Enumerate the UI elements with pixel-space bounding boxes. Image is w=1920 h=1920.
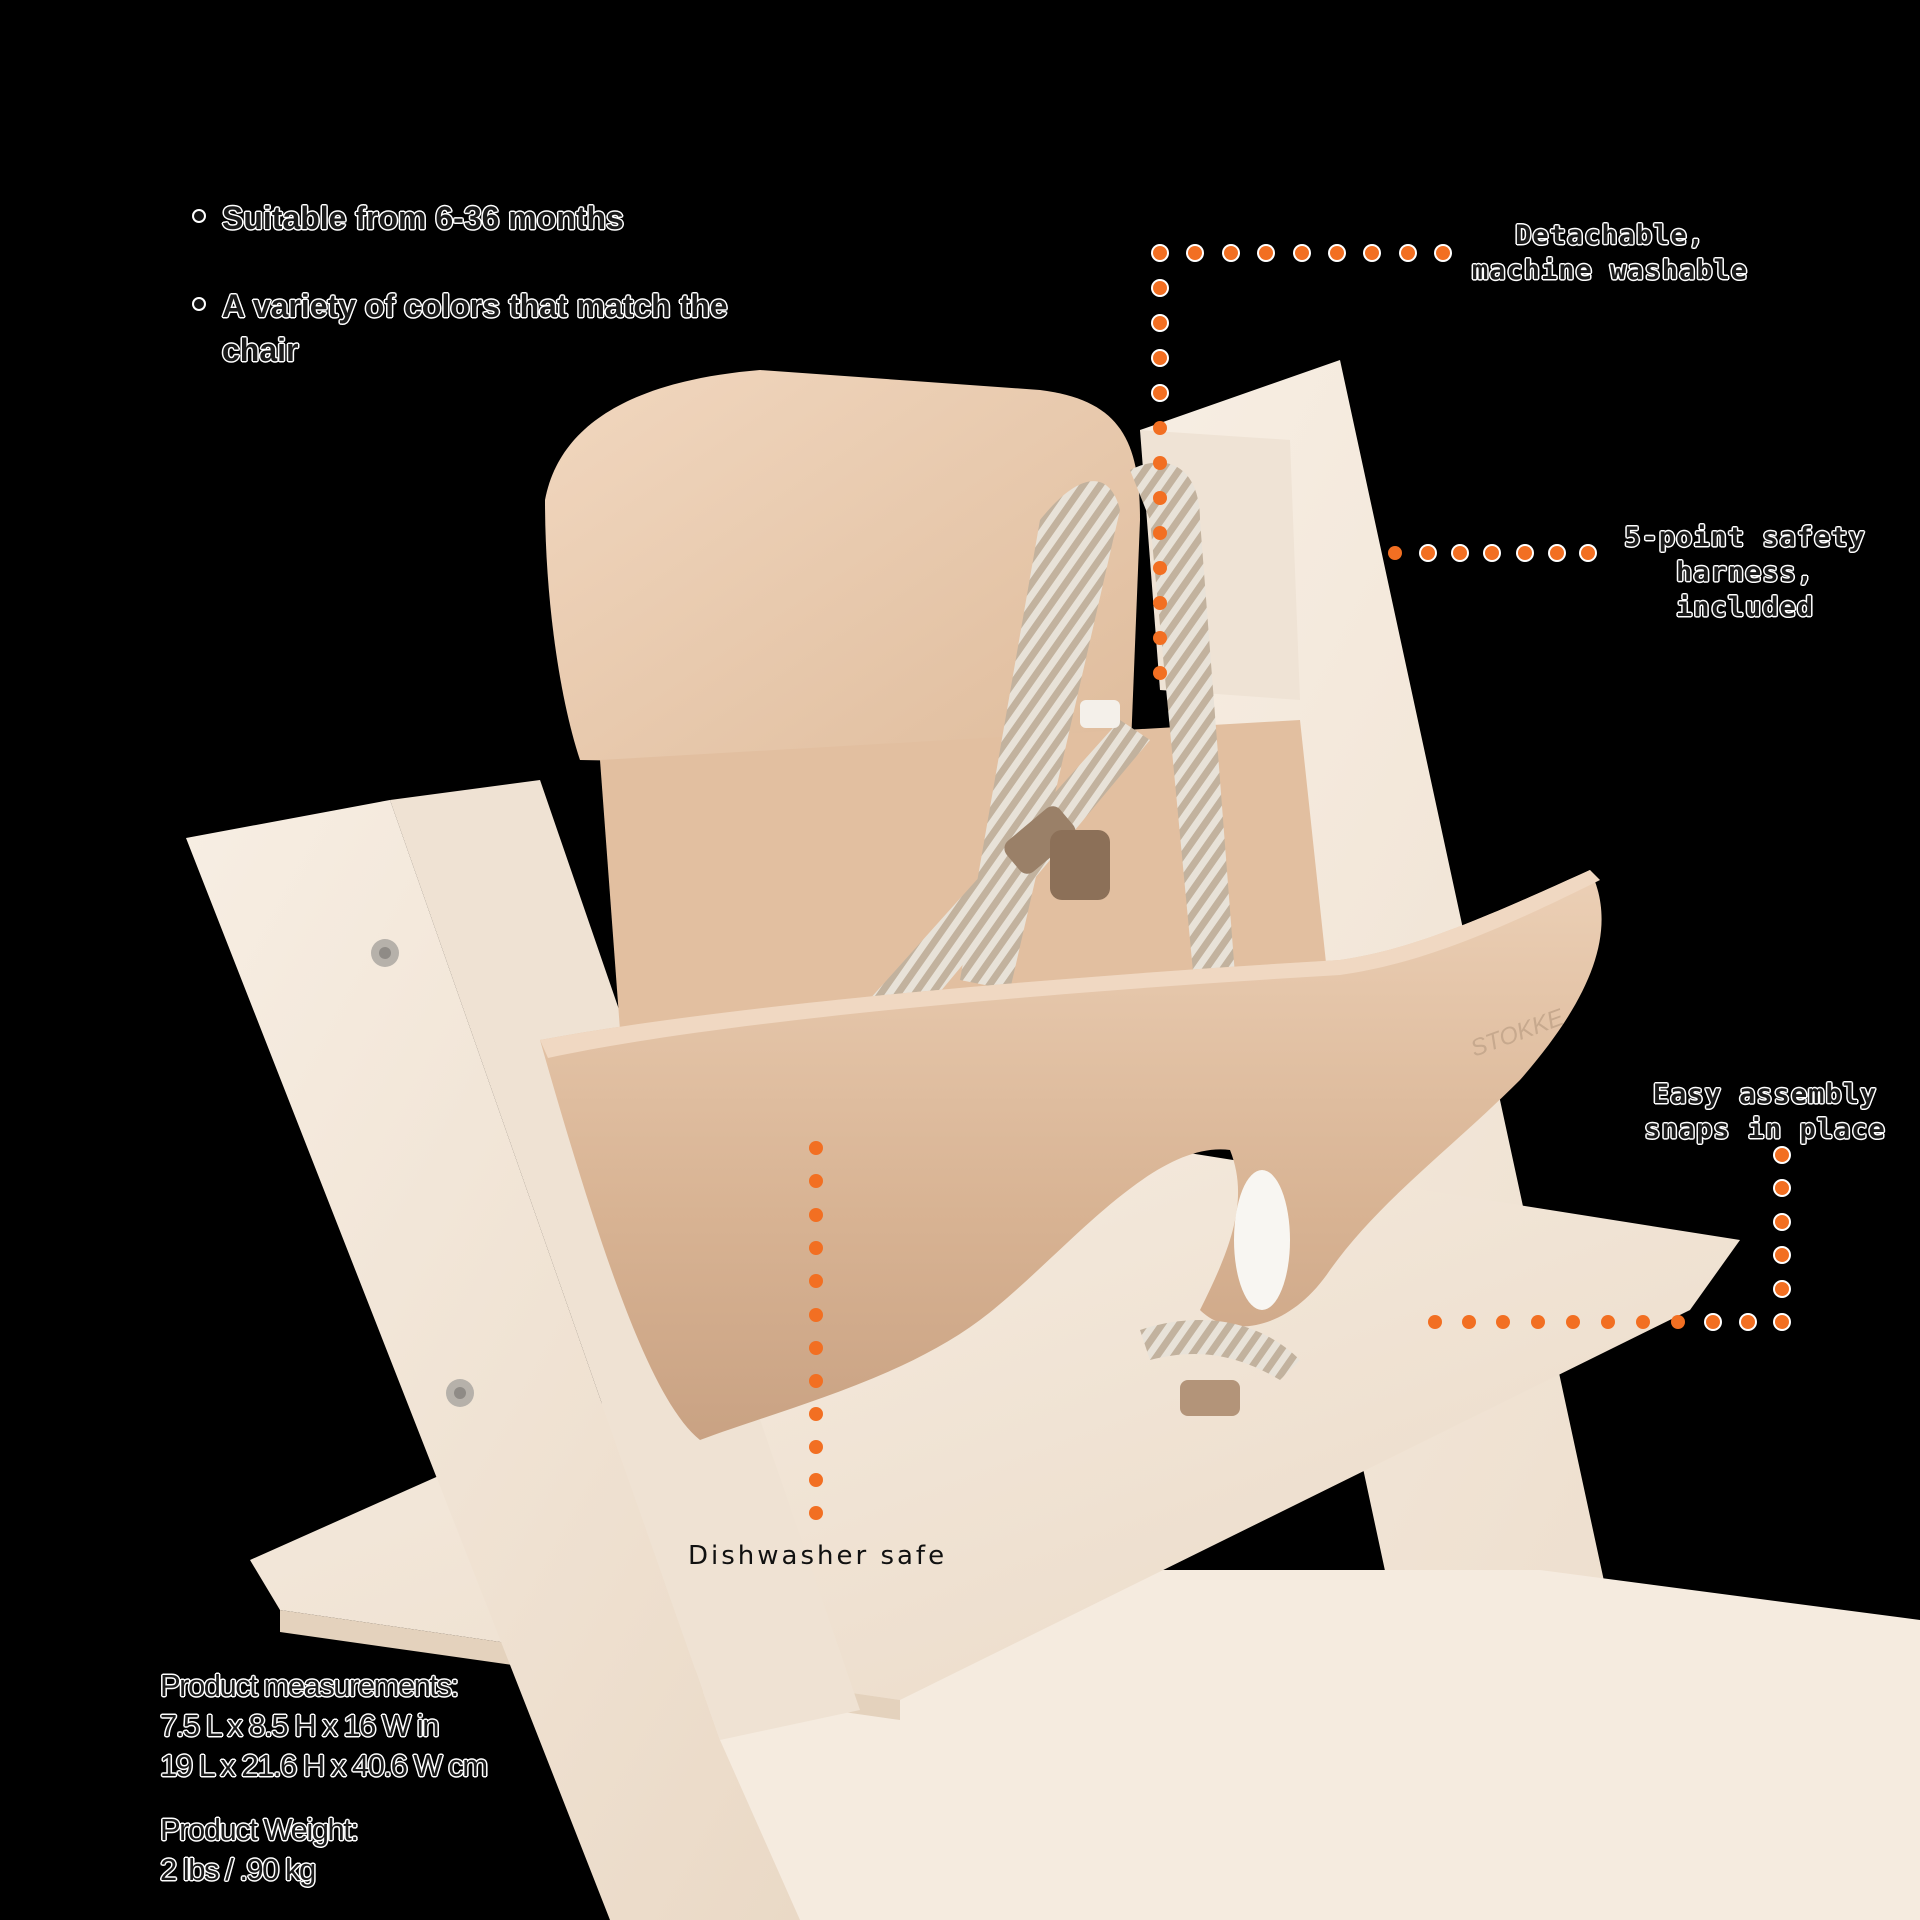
callout-dishwasher: Dishwasher safe <box>688 1541 948 1571</box>
feature-item: A variety of colors that match the chair <box>190 284 742 372</box>
seat-backrest <box>545 370 1140 770</box>
chair-front-upright <box>186 800 800 1920</box>
bullet-icon <box>192 297 206 311</box>
measurements-title: Product measurements: <box>160 1668 459 1703</box>
feature-item: Suitable from 6-36 months <box>190 196 742 240</box>
callout-assembly: Easy assembly snaps in place <box>1644 1079 1886 1145</box>
weight-title: Product Weight: <box>160 1812 359 1847</box>
feature-list: Suitable from 6-36 months A variety of c… <box>190 196 742 416</box>
bullet-icon <box>192 209 206 223</box>
harness-adjuster <box>1080 700 1120 728</box>
harness-strap-right <box>1130 462 1240 1045</box>
weight-value: 2 lbs / .90 kg <box>160 1852 316 1887</box>
crotch-post <box>1234 1170 1290 1310</box>
chair-rear-upright <box>1140 360 1920 1920</box>
callout-harness: 5-point safety harness, included <box>1624 522 1866 623</box>
measurements-cm: 19 L x 21.6 H x 40.6 W cm <box>160 1748 488 1783</box>
callout-detachable: Detachable, machine washable <box>1471 220 1749 286</box>
harness-buckle <box>1004 806 1076 874</box>
harness-buckle <box>1050 830 1110 900</box>
measurements-inches: 7.5 L x 8.5 H x 16 W in <box>160 1708 439 1743</box>
